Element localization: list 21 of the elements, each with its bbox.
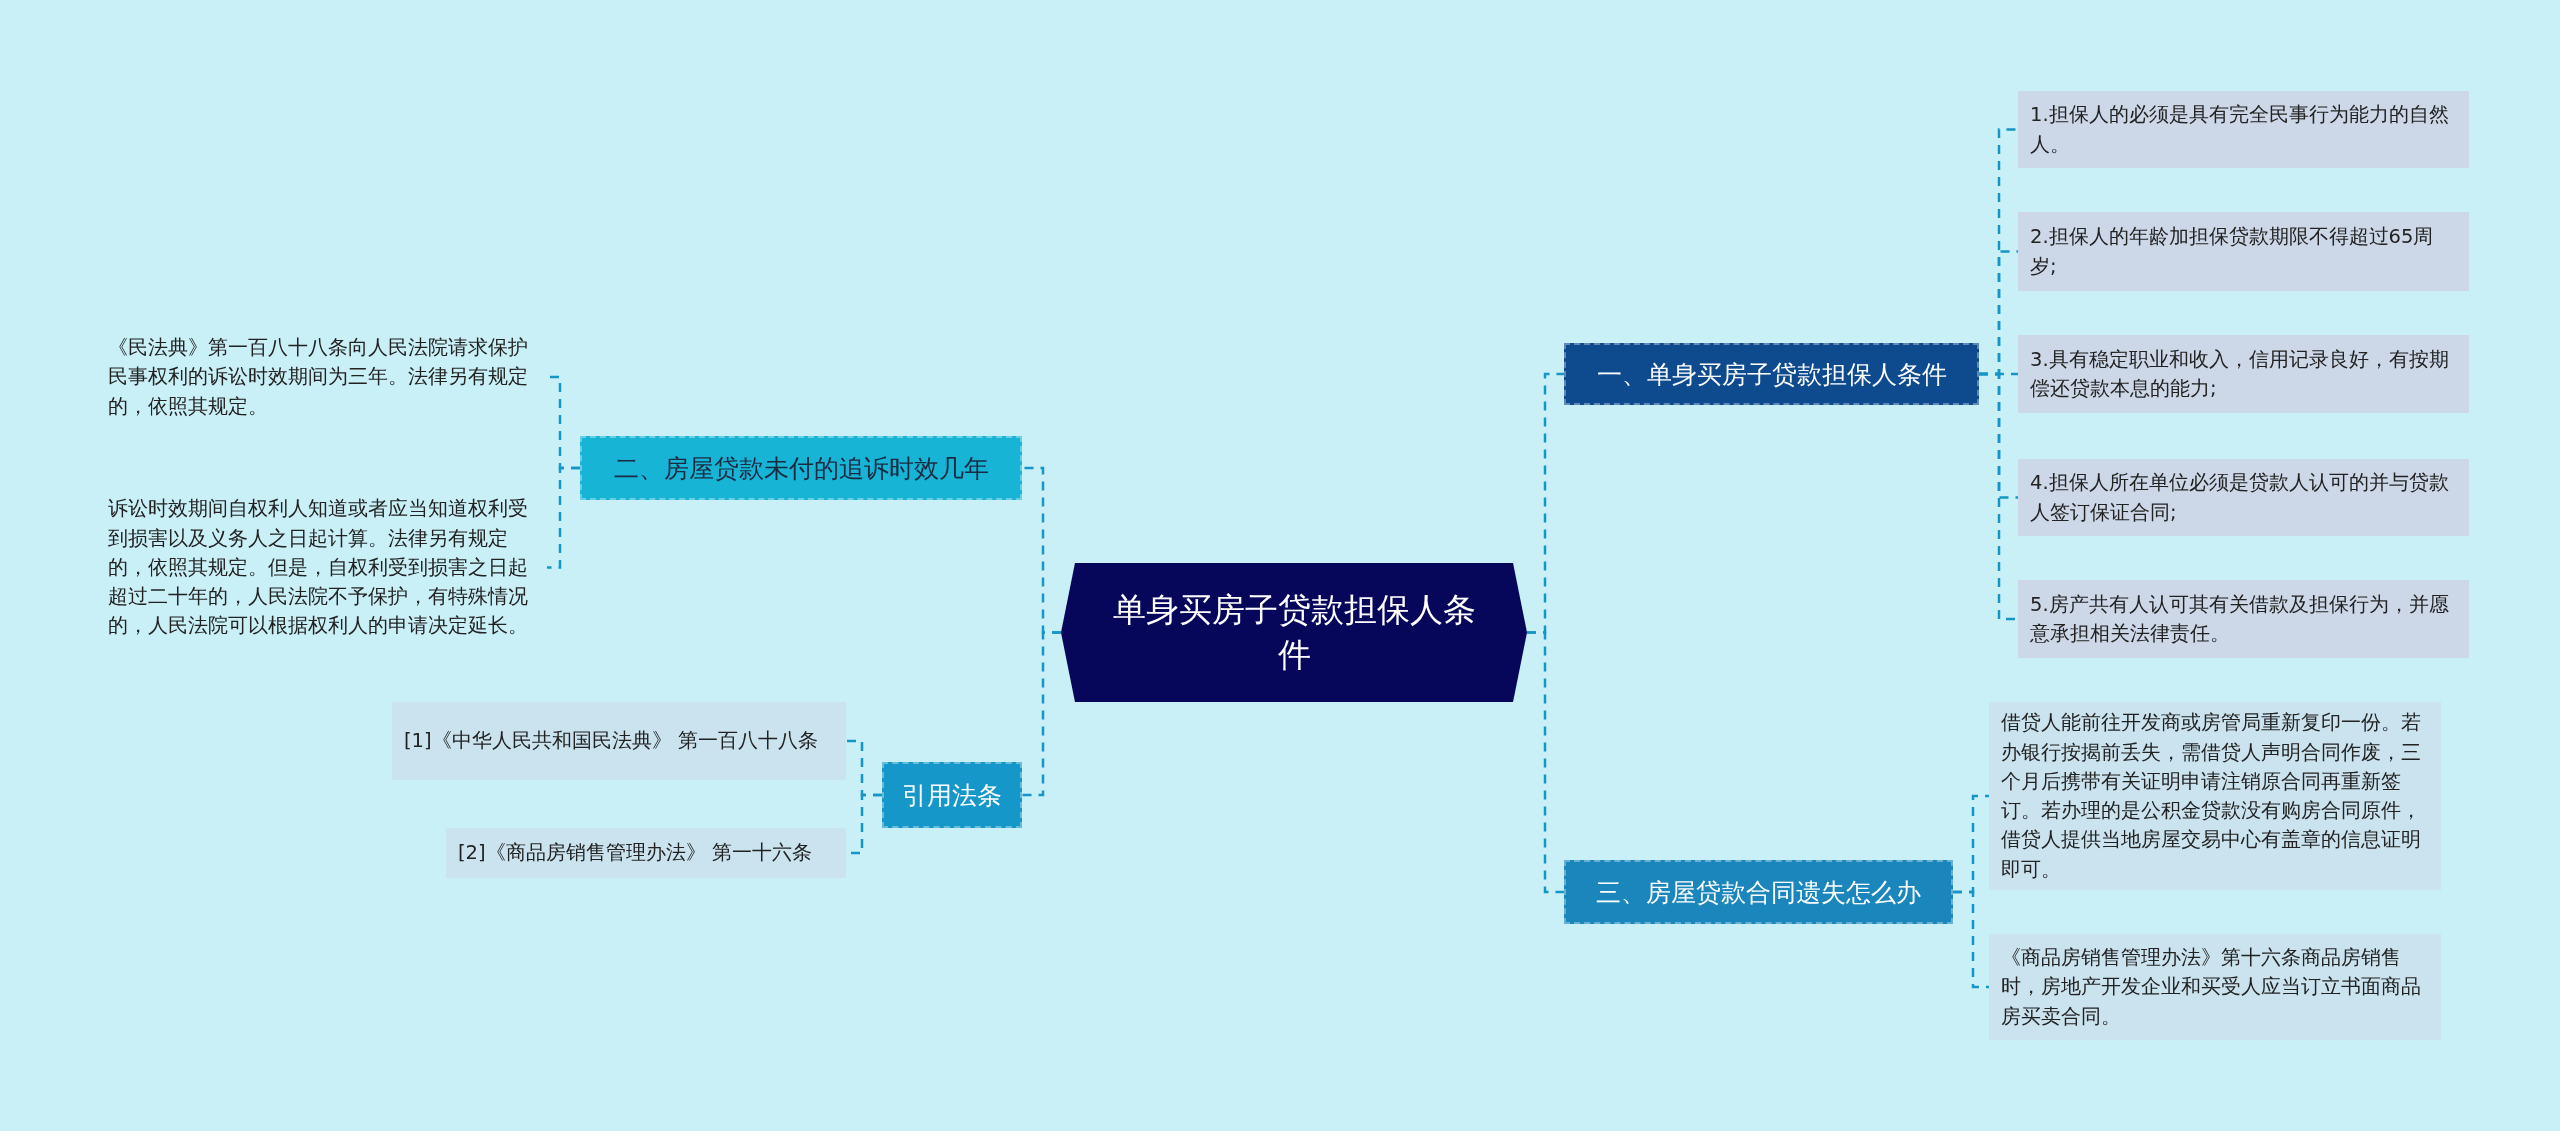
topic-box: 一、单身买房子贷款担保人条件	[1564, 343, 1979, 405]
note-box: 1.担保人的必须是具有完全民事行为能力的自然人。	[2018, 91, 2469, 168]
central-topic: 单身买房子贷款担保人条件	[1061, 563, 1527, 702]
topic-box: 引用法条	[882, 762, 1022, 828]
note-box: [2]《商品房销售管理办法》 第一十六条	[446, 828, 846, 878]
topic-box: 三、房屋贷款合同遗失怎么办	[1564, 860, 1953, 924]
connector-line	[1022, 631, 1061, 797]
connector-line	[1527, 631, 1564, 894]
note-box: 5.房产共有人认可其有关借款及担保行为，并愿意承担相关法律责任。	[2018, 580, 2469, 658]
note-box: 4.担保人所在单位必须是贷款人认可的并与贷款人签订保证合同;	[2018, 459, 2469, 536]
note-box: 《商品房销售管理办法》第十六条商品房销售时，房地产开发企业和买受人应当订立书面商品房买卖合同。	[1989, 934, 2441, 1040]
topic-box: 二、房屋贷款未付的追诉时效几年	[580, 436, 1022, 500]
connector-line	[1953, 890, 1989, 989]
note-box: [1]《中华人民共和国民法典》 第一百八十八条	[392, 702, 846, 780]
note-box: 借贷人能前往开发商或房管局重新复印一份。若办银行按揭前丢失，需借贷人声明合同作废，三个月后携带有关证明申请注销原合同再重新签订。若办理的是公积金贷款没有购房合同原件，借贷人提供当地房屋交易中心有盖章的信息证明即可。	[1989, 702, 2441, 890]
connector-line	[1979, 372, 2018, 621]
note-text: 《民法典》第一百八十八条向人民法院请求保护民事权利的诉讼时效期间为三年。法律另有规定的，依照其规定。	[96, 331, 547, 423]
note-box: 2.担保人的年龄加担保贷款期限不得超过65周岁;	[2018, 212, 2469, 291]
note-text: 诉讼时效期间自权利人知道或者应当知道权利受到损害以及义务人之日起计算。法律另有规定的，依照其规定。但是，自权利受到损害之日起超过二十年的，人民法院不予保护，有特殊情况的，人民法院可以根据权利人的申请决定延长。	[96, 482, 547, 653]
connector-line	[547, 466, 580, 569]
note-box: 3.具有稳定职业和收入，信用记录良好，有按期偿还贷款本息的能力;	[2018, 335, 2469, 413]
